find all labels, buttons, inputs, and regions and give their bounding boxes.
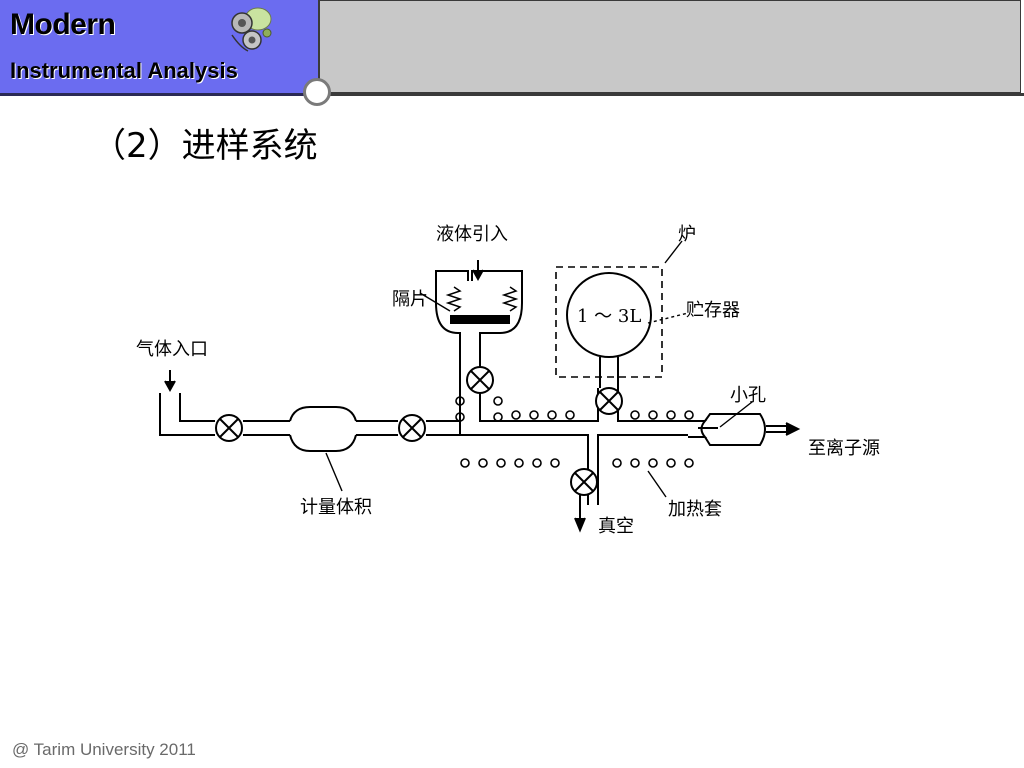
leader-furnace [664,240,683,264]
label-liquid-inlet: 液体引入 [436,224,508,245]
ion-source-tube [688,413,766,446]
logo-icon [231,7,272,52]
label-gas-inlet: 气体入口 [136,339,208,360]
valve-2 [398,414,426,442]
gas-inlet-pipe-right [179,393,215,422]
valve-1 [215,414,243,442]
main-line-upper [243,347,688,436]
leader-metering [325,452,343,492]
metering-volume-bulb [289,406,357,452]
header-bar [318,0,1021,93]
vacuum-arrowhead [574,517,586,533]
label-vacuum: 真空 [598,516,634,537]
label-septum: 隔片 [392,289,428,310]
liquid-inlet-arrowhead [472,269,484,282]
heating-jacket-coils [455,396,694,468]
septum-spring-left [445,286,463,312]
label-furnace: 炉 [678,224,696,245]
gas-inlet-pipe-left [159,393,215,436]
label-pinhole: 小孔 [730,385,766,406]
label-metering-volume: 计量体积 [300,497,372,518]
leader-septum [419,292,451,312]
header-title: Modern [10,8,116,41]
header-title-box: Modern Instrumental Analysis [0,0,318,93]
main-line-lower [243,420,688,465]
reservoir-bulb [566,272,652,358]
footer-credit: @ Tarim University 2011 [12,740,196,759]
label-to-ion-source: 至离子源 [808,438,880,459]
ring-ornament [303,78,331,106]
to-ion-source-arrowhead [785,422,801,436]
leader-reservoir [647,312,689,324]
septum-housing [435,270,523,347]
header-bar-shadow [318,93,1024,96]
valve-5 [570,468,598,496]
leader-pinhole [719,401,753,428]
furnace-box [555,266,663,378]
label-volume: 1 ～ 3L [577,306,641,327]
label-heating-jacket: 加热套 [668,499,722,520]
reservoir-neck [599,357,619,388]
label-reservoir: 贮存器 [686,300,740,321]
valve-3 [466,366,494,394]
section-heading: （2）进样系统 [92,126,318,166]
leader-heating [647,470,667,498]
header-subtitle: Instrumental Analysis [10,58,238,83]
gas-inlet-arrowhead [164,380,176,393]
valve-4 [595,387,623,415]
septum-spring-right [501,286,519,312]
septum [450,315,510,324]
sampling-system-diagram: 液体引入 炉 隔片 1 ～ 3L 贮存器 气体入口 小孔 至离子源 计量体积 真… [136,224,880,537]
